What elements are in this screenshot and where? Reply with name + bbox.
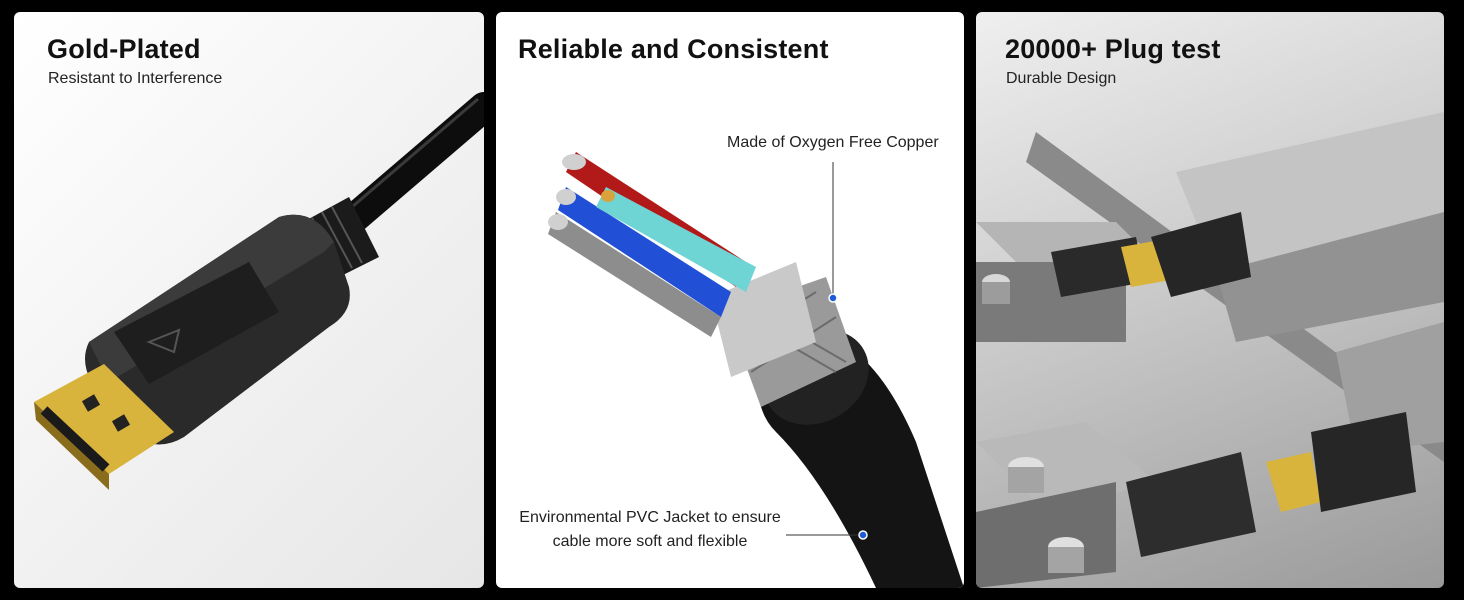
panel-subtitle: Durable Design (1006, 70, 1117, 87)
panel-subtitle: Resistant to Interference (48, 70, 223, 87)
panel-plug-test: 20000+ Plug test Durable Design (976, 12, 1444, 588)
jacket-callout: Environmental PVC Jacket to ensure cable… (496, 506, 804, 554)
panel-title: Reliable and Consistent (518, 34, 829, 64)
displayport-connector-icon (34, 92, 484, 490)
plug-test-rig-icon (976, 112, 1444, 588)
copper-callout: Made of Oxygen Free Copper (727, 134, 939, 151)
panel-reliable: Reliable and Consistent Made of Oxygen F… (496, 12, 964, 588)
panel-title: 20000+ Plug test (1005, 34, 1221, 64)
cable-cross-section-icon (548, 152, 964, 588)
panel-title: Gold-Plated (47, 34, 201, 64)
jacket-callout-line1: Environmental PVC Jacket to ensure (519, 509, 781, 526)
jacket-callout-line2: cable more soft and flexible (552, 533, 748, 550)
panel-gold-plated: Gold-Plated Resistant to Interference (14, 12, 484, 588)
